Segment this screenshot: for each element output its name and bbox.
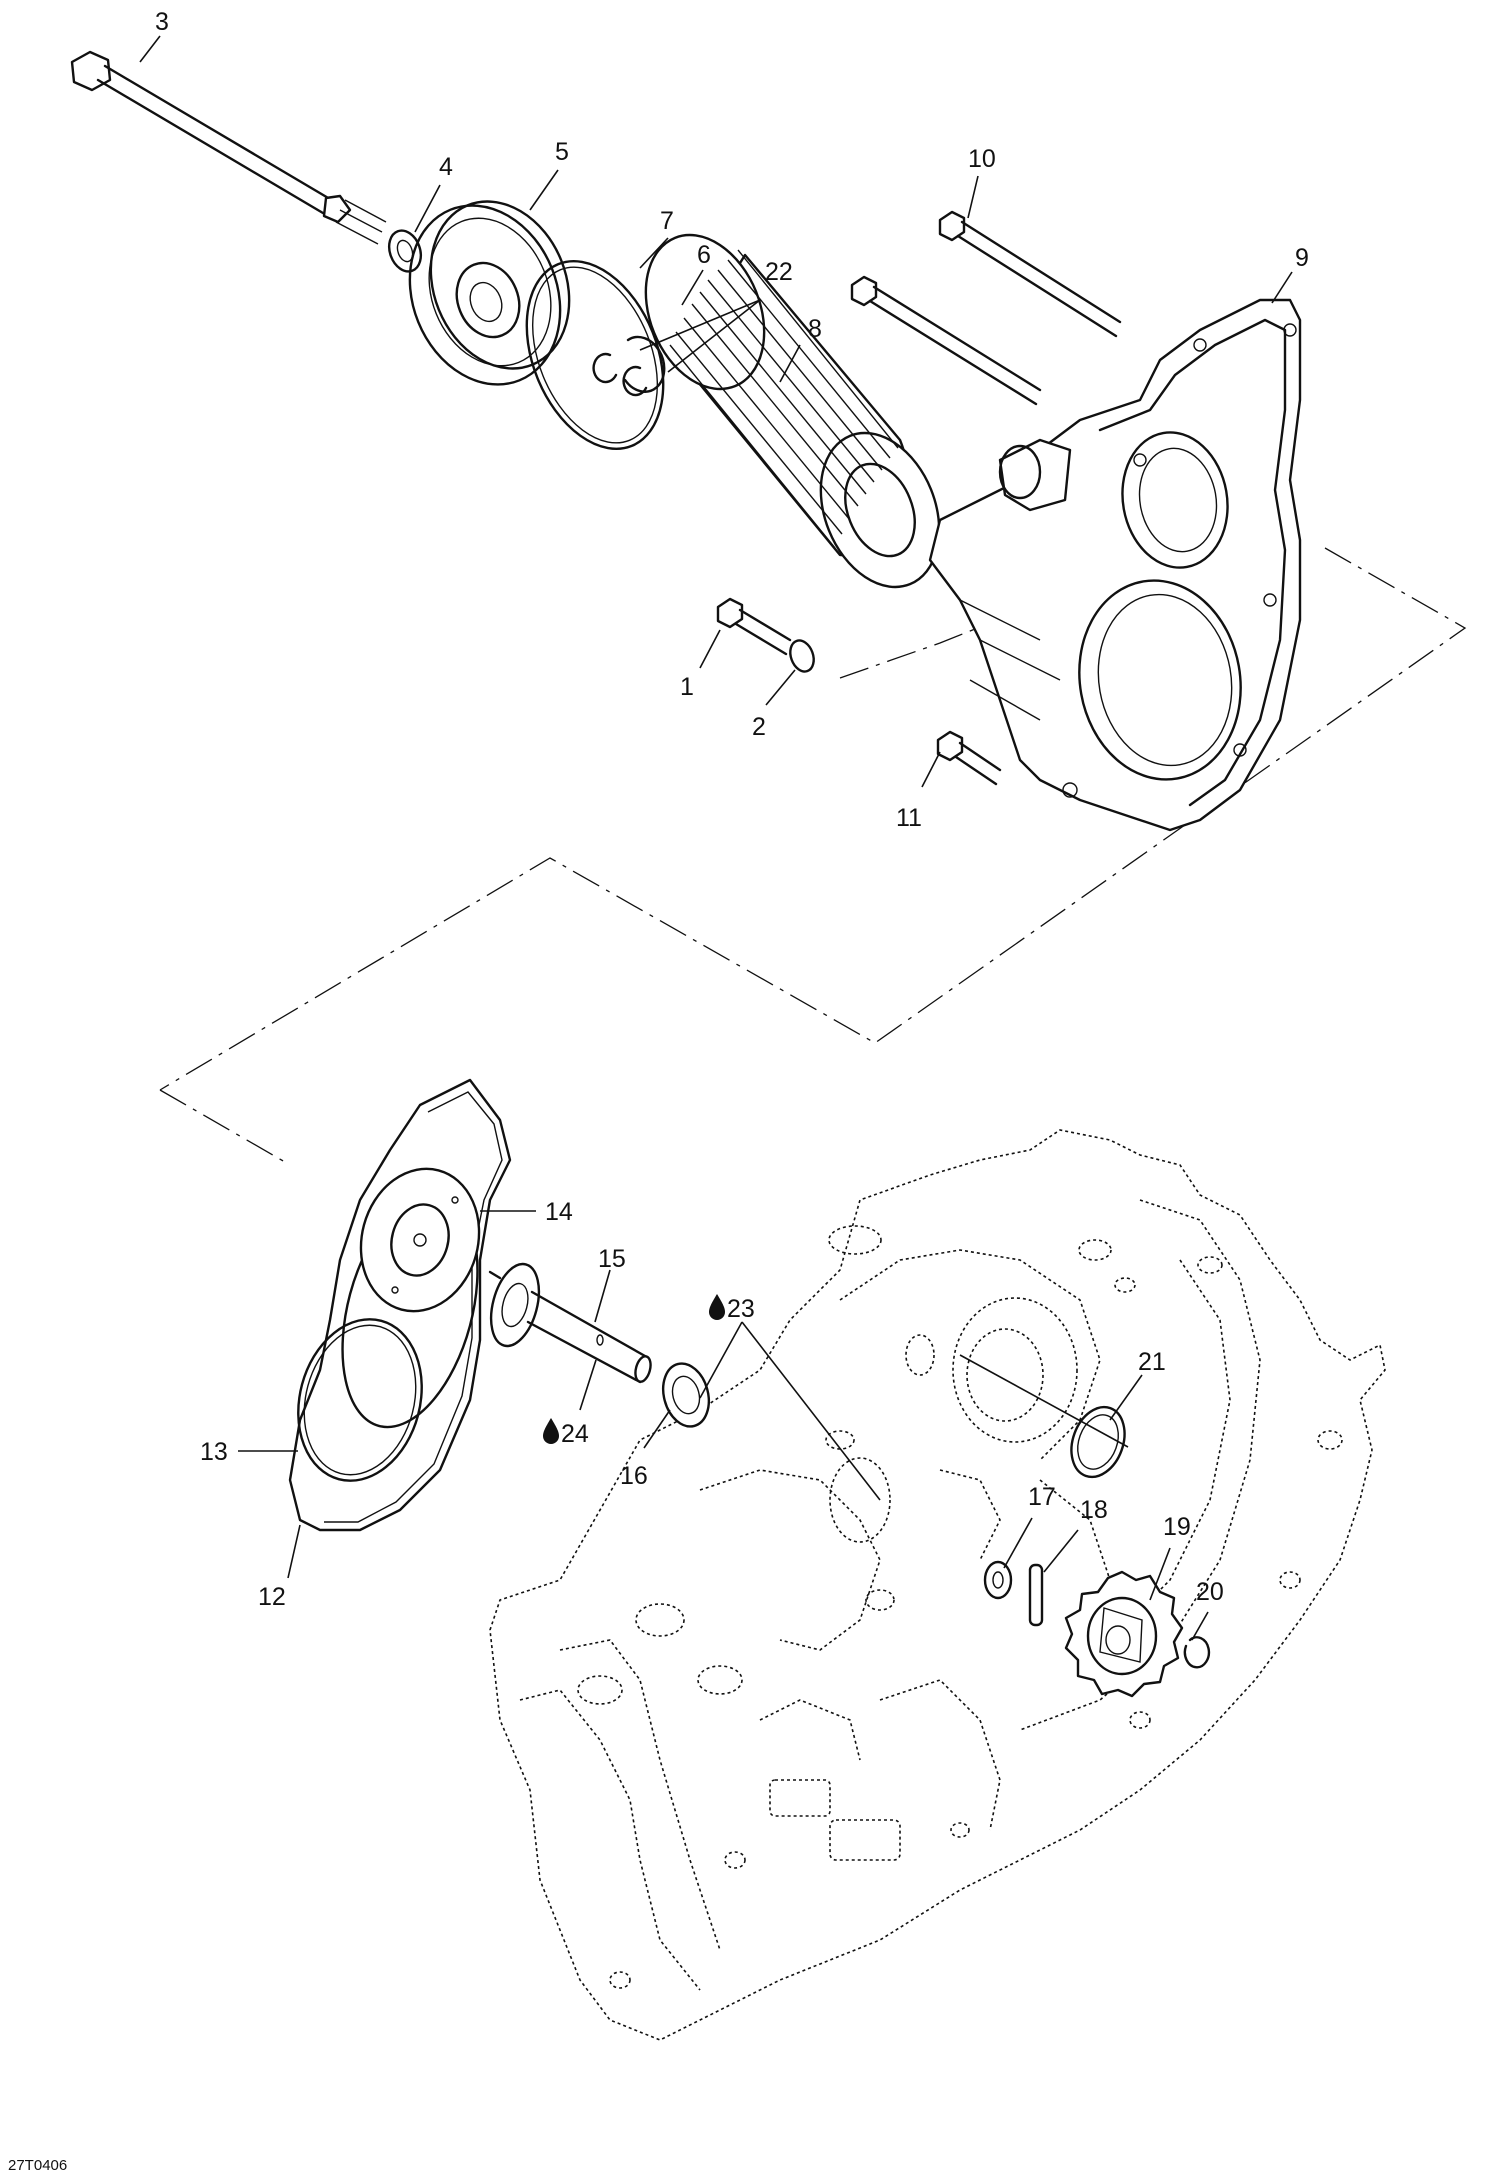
part-20-circlip <box>1183 1636 1211 1669</box>
part-8-oil-filter <box>644 233 941 589</box>
part-15-pump-shaft <box>488 1262 652 1384</box>
callout-17: 17 <box>1028 1483 1056 1511</box>
part-14-impeller <box>359 1167 481 1313</box>
part-22-clips <box>592 352 648 397</box>
leader-lines <box>139 35 1293 1641</box>
part-3-long-bolt <box>70 50 387 245</box>
callout-2: 2 <box>752 713 766 741</box>
callout-4: 4 <box>439 153 453 181</box>
callout-21: 21 <box>1138 1348 1166 1376</box>
callout-1: 1 <box>680 673 694 701</box>
part-13-o-ring <box>297 1318 423 1482</box>
callout-6: 6 <box>697 241 711 269</box>
callout-14: 14 <box>545 1198 573 1226</box>
drop-icon <box>709 1294 725 1320</box>
callout-11: 11 <box>896 804 922 832</box>
part-11-bolt <box>936 730 1002 786</box>
part-2-washer <box>789 639 815 673</box>
callout-10: 10 <box>968 145 996 173</box>
callout-18: 18 <box>1080 1496 1108 1524</box>
callout-12: 12 <box>258 1583 286 1611</box>
callout-3: 3 <box>155 8 169 36</box>
callout-7: 7 <box>660 207 674 235</box>
callout-15: 15 <box>598 1245 626 1273</box>
callout-13: 13 <box>200 1438 228 1466</box>
reference-code: 27T0406 <box>8 2157 67 2174</box>
part-5-filter-cover <box>408 200 571 386</box>
callout-labels: 1 2 3 4 5 6 7 8 9 10 11 12 13 14 15 16 1… <box>8 8 1309 2174</box>
part-10-bolts <box>850 210 1122 406</box>
drop-icon <box>543 1418 559 1444</box>
part-19-gear <box>1064 1570 1184 1698</box>
callout-24: 24 <box>561 1420 589 1448</box>
part-9-pump-housing <box>928 298 1302 832</box>
crankcase-outline <box>489 1129 1386 2041</box>
part-4-washer <box>387 229 423 273</box>
part-16-seal <box>661 1362 711 1428</box>
part-17-washer <box>983 1560 1013 1600</box>
part-1-bolt <box>716 597 792 656</box>
part-21-ring <box>1070 1405 1126 1479</box>
callout-9: 9 <box>1295 244 1309 272</box>
callout-8: 8 <box>808 315 822 343</box>
callout-19: 19 <box>1163 1513 1191 1541</box>
callout-16: 16 <box>620 1462 648 1490</box>
part-18-pin <box>1028 1563 1044 1627</box>
callout-23: 23 <box>727 1295 755 1323</box>
callout-22: 22 <box>765 258 793 286</box>
callout-20: 20 <box>1196 1578 1224 1606</box>
part-6-retainer <box>623 335 666 393</box>
callout-5: 5 <box>555 138 569 166</box>
